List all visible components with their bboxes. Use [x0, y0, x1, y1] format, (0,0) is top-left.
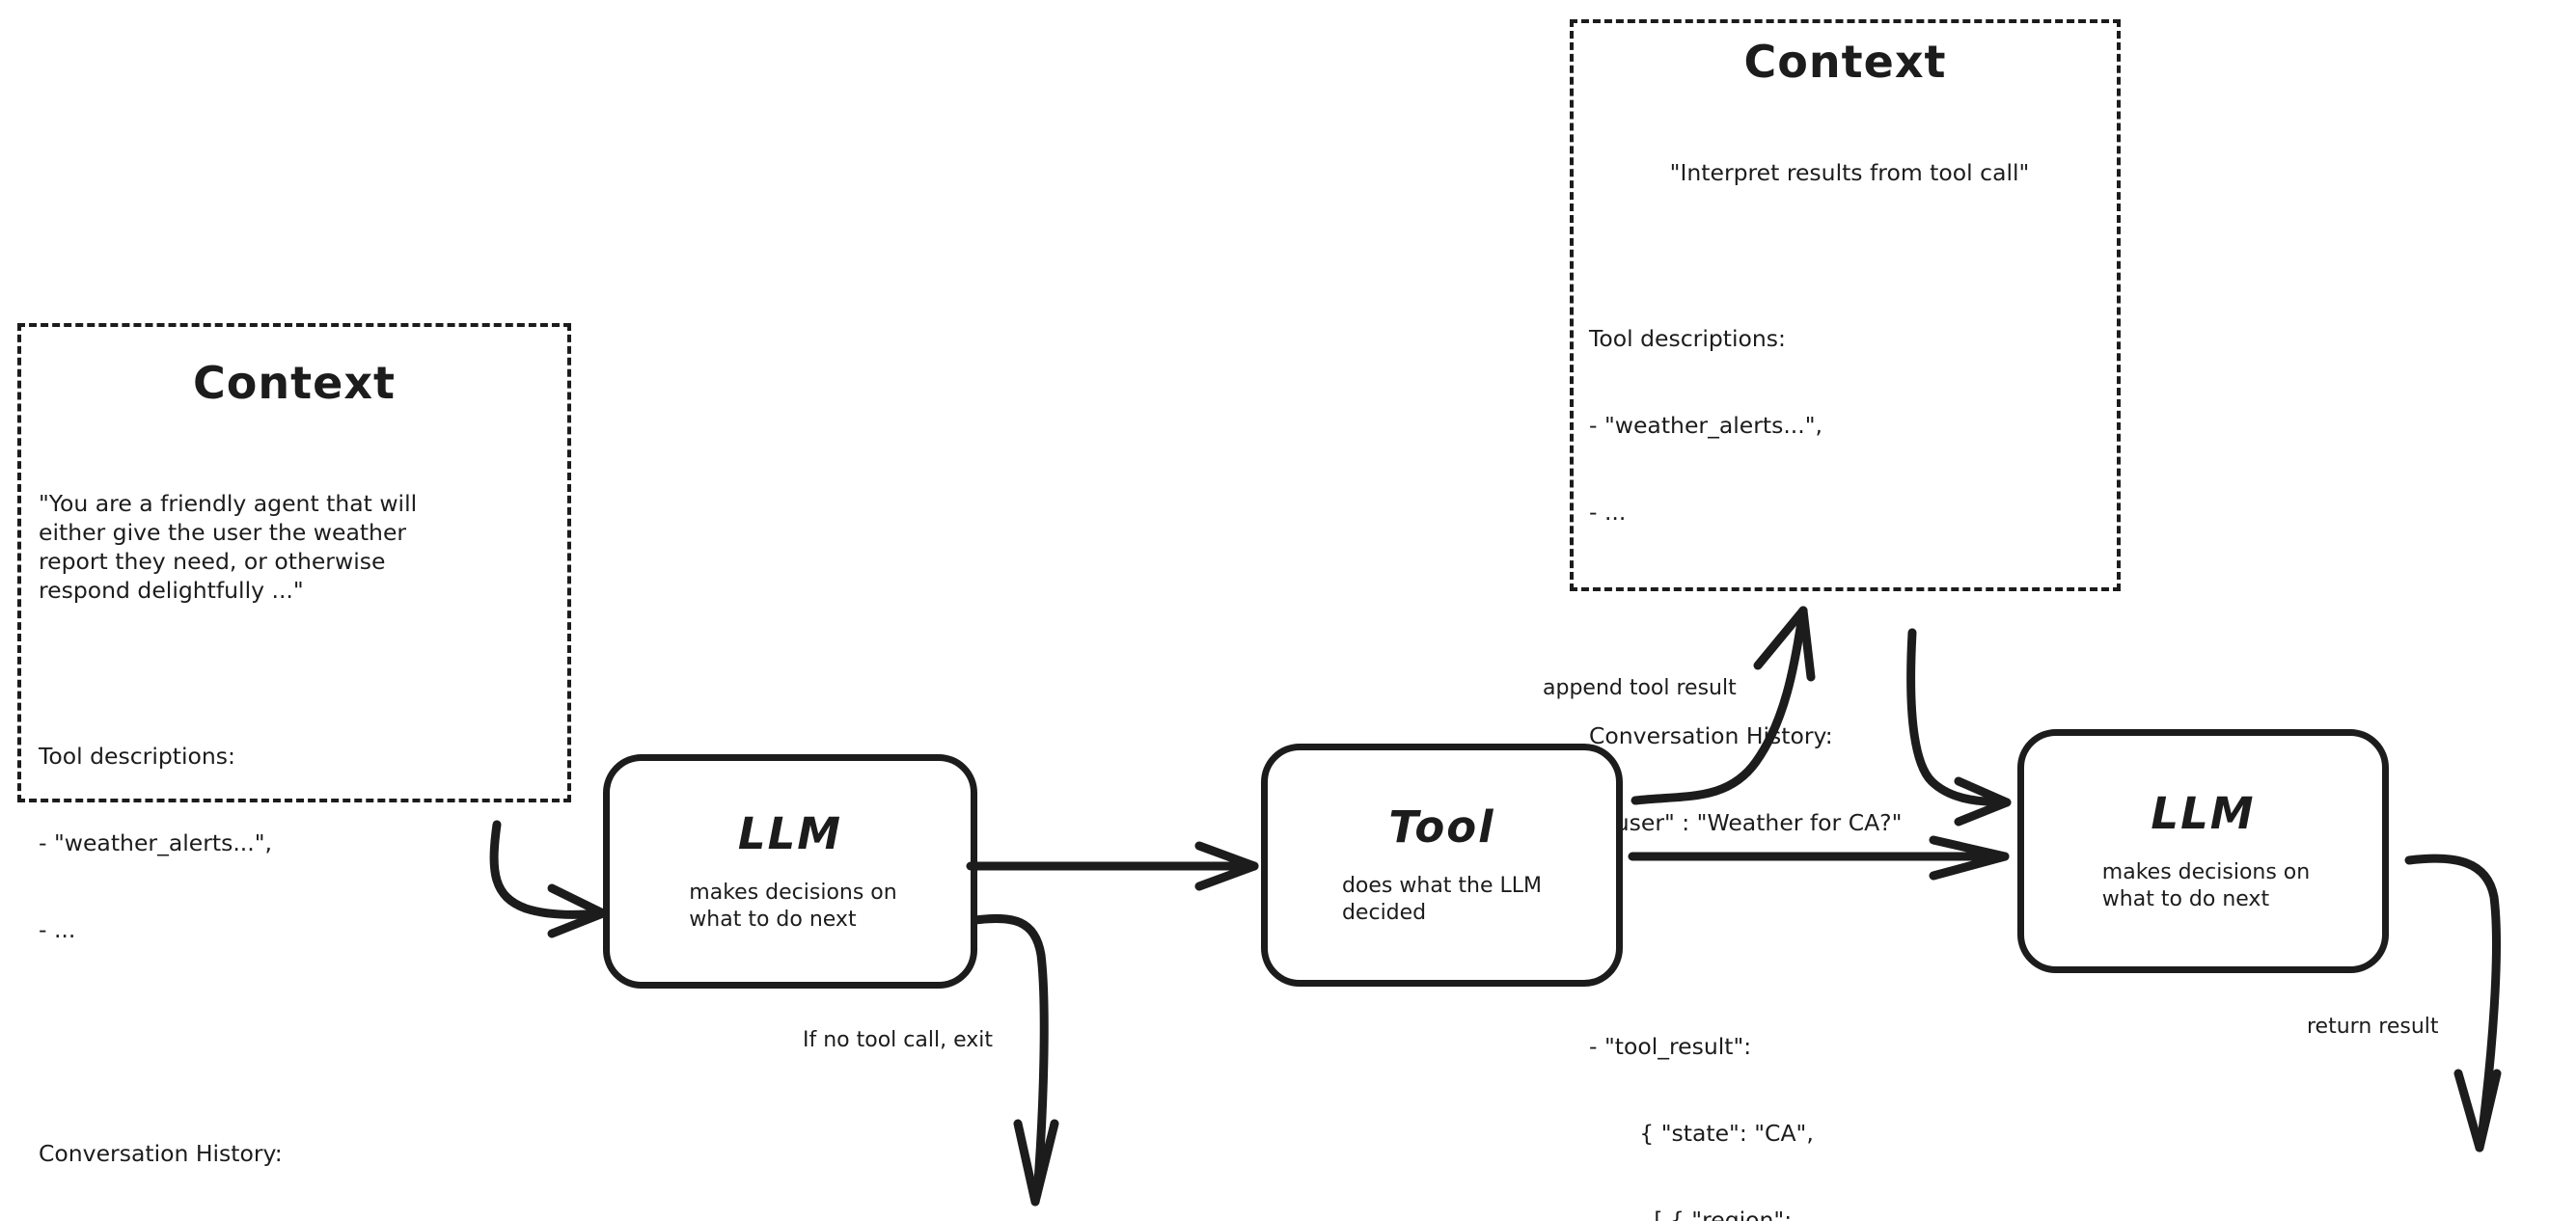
context-right-tool-result-line: { "state": "CA",	[1589, 1120, 1814, 1147]
context-right-tool-descriptions-header: Tool descriptions:	[1589, 325, 1786, 352]
context-right-system-prompt: "Interpret results from tool call"	[1669, 159, 2030, 186]
context-left-tool-item: - ...	[39, 916, 76, 943]
context-right-body: "Interpret results from tool call" Tool …	[1589, 100, 2110, 1221]
context-right-tool-item: - "weather_alerts...",	[1589, 412, 1823, 439]
context-left-title: Context	[193, 357, 396, 409]
node-tool-title: Tool	[1388, 801, 1495, 853]
context-right-tool-result-line: - "tool_result":	[1589, 1033, 1752, 1060]
context-left-system-prompt: "You are a friendly agent that will eith…	[39, 490, 418, 604]
node-llm-second-title: LLM	[2151, 787, 2256, 839]
context-box-left: Context "You are a friendly agent that w…	[17, 323, 571, 1167]
context-left-body: "You are a friendly agent that will eith…	[39, 431, 550, 1221]
node-llm-second-subtitle: makes decisions on what to do next	[2101, 859, 2311, 911]
context-left-tool-item: - "weather_alerts...",	[39, 829, 273, 856]
node-tool[interactable]: Tool does what the LLM decided	[1261, 744, 1623, 987]
context-right-title: Context	[1743, 36, 1947, 88]
context-left-tool-descriptions: Tool descriptions: - "weather_alerts..."…	[39, 684, 550, 1002]
edge-label-append-tool-result: append tool result	[1543, 676, 1737, 700]
node-llm-second[interactable]: LLM makes decisions on what to do next	[2017, 729, 2389, 973]
context-right-tool-result-line: [ { "region": ...	[1589, 1207, 1822, 1221]
context-left-conversation-header: Conversation History:	[39, 1140, 283, 1167]
arrow-llm-second-return-result	[2404, 854, 2502, 1153]
context-right-tool-result: - "tool_result": { "state": "CA", [ { "r…	[1589, 974, 2110, 1221]
node-llm-first[interactable]: LLM makes decisions on what to do next	[603, 754, 977, 989]
node-llm-first-subtitle: makes decisions on what to do next	[689, 880, 897, 932]
node-llm-first-title: LLM	[737, 807, 843, 859]
edge-label-if-no-tool-call-exit: If no tool call, exit	[803, 1028, 993, 1052]
context-left-tool-descriptions-header: Tool descriptions:	[39, 743, 235, 770]
context-right-tool-descriptions: Tool descriptions: - "weather_alerts..."…	[1589, 266, 2110, 584]
edge-label-return-result: return result	[2307, 1015, 2439, 1039]
context-box-right: Context "Interpret results from tool cal…	[1570, 19, 2121, 1221]
arrow-llm-first-to-tool	[966, 841, 1259, 891]
context-left-conversation-history: Conversation History: - "user" : "Weathe…	[39, 1081, 550, 1221]
arrow-llm-first-exit	[971, 913, 1059, 1207]
context-right-conversation-item: - "user" : "Weather for CA?"	[1589, 809, 1903, 836]
node-tool-subtitle: does what the LLM decided	[1341, 874, 1543, 925]
context-right-tool-item: - ...	[1589, 499, 1627, 526]
